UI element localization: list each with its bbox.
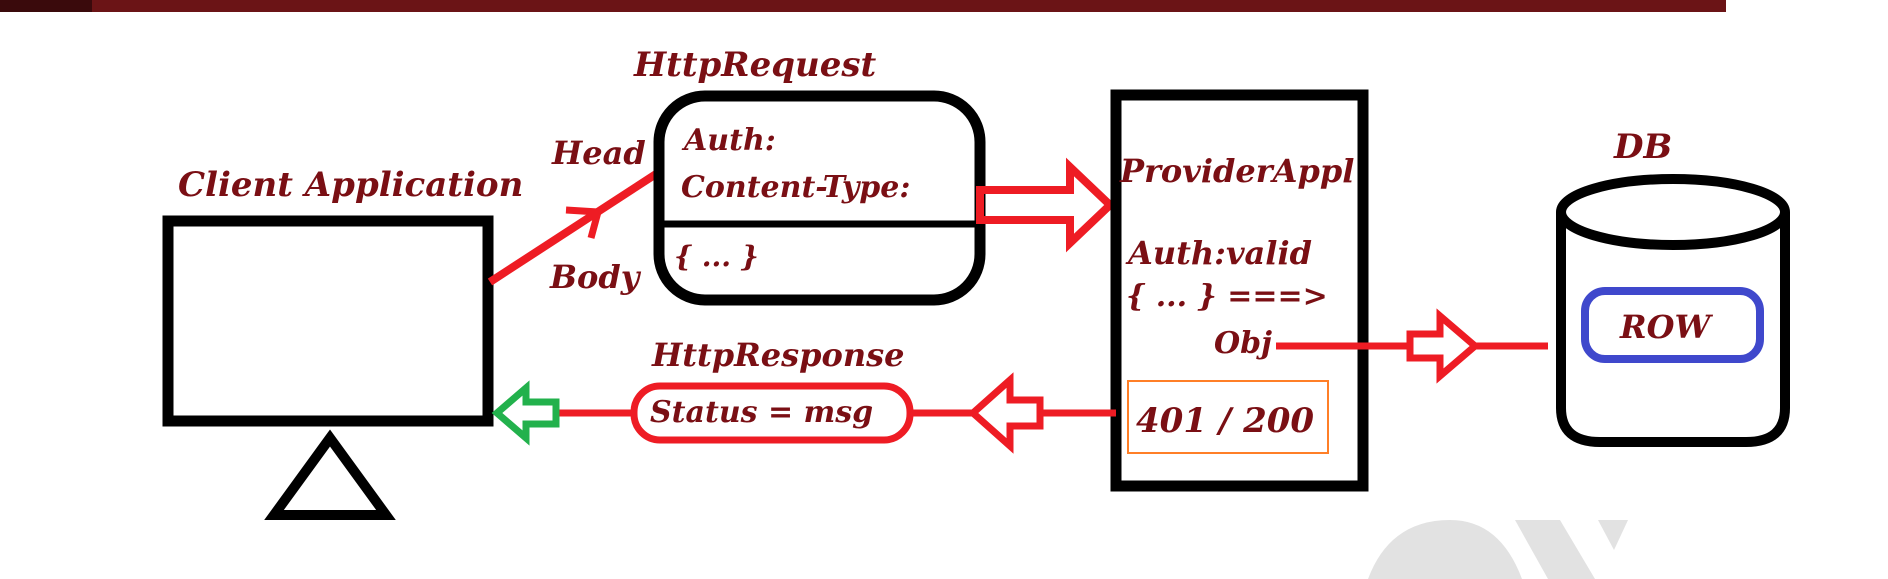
head-label: Head bbox=[551, 134, 646, 172]
request-body-label: { ... } bbox=[674, 240, 759, 273]
auth-header-label: Auth: bbox=[681, 123, 776, 158]
status-code-box bbox=[1127, 380, 1329, 454]
auth-valid-label: Auth:valid bbox=[1125, 234, 1312, 272]
provider-to-response-arrow bbox=[967, 372, 1044, 454]
obj-to-db-arrow bbox=[1406, 308, 1481, 384]
row-box bbox=[1581, 287, 1764, 363]
watermark-shape bbox=[1368, 520, 1522, 579]
provider-appl-label: ProviderAppl bbox=[1119, 152, 1354, 190]
watermark-shape-3 bbox=[1598, 520, 1628, 550]
response-to-client-arrow bbox=[491, 380, 560, 446]
client-monitor-stand bbox=[264, 429, 396, 520]
provider-appl-box bbox=[1110, 89, 1369, 492]
client-monitor bbox=[162, 215, 494, 427]
db-cylinder-body bbox=[1556, 212, 1790, 447]
row-label: ROW bbox=[1619, 308, 1713, 346]
client-application-label: Client Application bbox=[178, 165, 523, 205]
db-label: DB bbox=[1613, 127, 1672, 167]
http-request-label: HttpRequest bbox=[633, 45, 876, 85]
body-convert-label: { ... } ===> bbox=[1126, 279, 1328, 314]
status-code-label: 401 / 200 bbox=[1136, 401, 1314, 441]
http-response-label: HttpResponse bbox=[651, 336, 905, 374]
content-type-header-label: Content-Type: bbox=[681, 170, 910, 205]
db-cylinder-top bbox=[1556, 174, 1790, 250]
status-msg-label: Status = msg bbox=[650, 395, 873, 430]
request-to-provider-arrow bbox=[976, 157, 1116, 253]
obj-label: Obj bbox=[1214, 326, 1272, 361]
request-line bbox=[487, 170, 659, 286]
request-line-arrowhead bbox=[565, 206, 603, 239]
header-bar-left-accent bbox=[0, 0, 92, 12]
body-label: Body bbox=[549, 258, 642, 296]
watermark-shape-2 bbox=[1515, 520, 1595, 579]
header-bar bbox=[0, 0, 1726, 12]
